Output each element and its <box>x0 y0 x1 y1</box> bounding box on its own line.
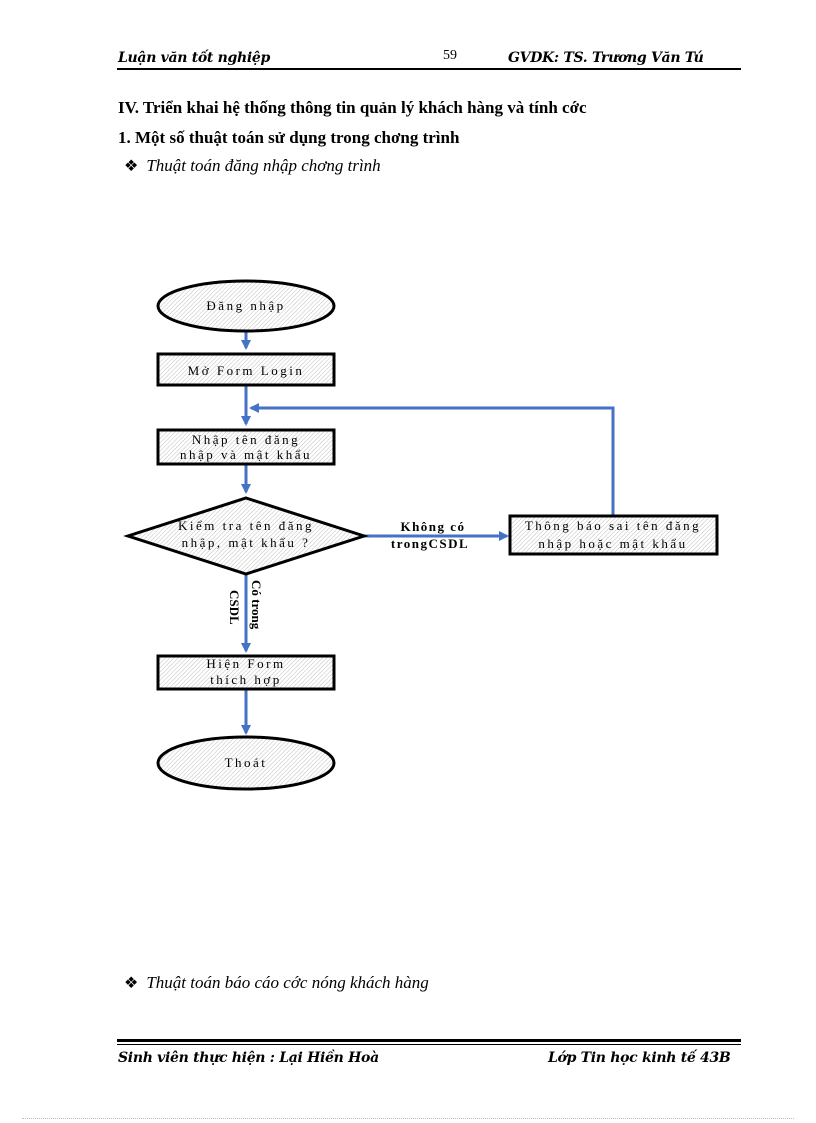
input-box <box>156 428 336 466</box>
start-ellipse <box>156 279 336 333</box>
page-bottom-dotted-line <box>22 1118 794 1119</box>
show-form-box <box>156 654 336 691</box>
input-label-line2: nhập và mật khẩu <box>180 447 312 462</box>
footer-right: Lớp Tin học kinh tế 43B <box>548 1050 731 1066</box>
open-form-label: Mở Form Login <box>188 363 305 378</box>
start-label: Đăng nhập <box>206 298 285 313</box>
diamond-bullet-icon: ❖ <box>124 975 139 992</box>
diamond-bullet-icon: ❖ <box>124 158 139 175</box>
page-number: 59 <box>443 48 457 63</box>
footer-rule-thick <box>117 1039 741 1042</box>
section-heading: IV. Triển khai hệ thống thông tin quản l… <box>118 98 587 117</box>
arrow-error-loop-back <box>249 403 615 516</box>
check-label-line1: Kiểm tra tên đăng <box>178 518 314 533</box>
show-form-label-line2: thích hợp <box>210 672 282 687</box>
bullet-item-login: ❖ Thuật toán đăng nhập chơng trình <box>124 156 381 176</box>
header-left: Luận văn tốt nghiệp <box>118 50 271 66</box>
footer-left: Sinh viên thực hiện : Lại Hiền Hoà <box>118 1050 379 1066</box>
open-form-box <box>156 352 336 387</box>
footer-rule-thin <box>117 1044 741 1045</box>
bullet-text: Thuật toán báo cáo cớc nóng khách hàng <box>146 973 429 992</box>
error-label-line2: nhập hoặc mật khẩu <box>538 536 687 551</box>
bullet-text: Thuật toán đăng nhập chơng trình <box>146 156 381 175</box>
input-label-line1: Nhập tên đăng <box>192 432 300 447</box>
check-diamond <box>123 496 369 576</box>
subsection-heading: 1. Một số thuật toán sử dụng trong chơng… <box>118 128 460 147</box>
no-branch-label-line1: Không có <box>400 519 465 534</box>
no-branch-label-line2: trongCSDL <box>391 536 469 551</box>
header-rule <box>117 68 741 70</box>
end-ellipse <box>156 735 336 791</box>
yes-branch-label-line2: CSDL <box>227 590 242 625</box>
yes-branch-label-line1: Có trong <box>249 580 264 630</box>
flow-connectors <box>241 330 615 735</box>
show-form-label-line1: Hiện Form <box>206 656 285 671</box>
error-box <box>508 514 719 556</box>
end-label: Thoát <box>225 755 268 770</box>
error-label-line1: Thông báo sai tên đăng <box>525 518 701 533</box>
bullet-item-report: ❖ Thuật toán báo cáo cớc nóng khách hàng <box>124 973 429 993</box>
check-label-line2: nhập, mật khẩu ? <box>182 535 311 550</box>
header-right: GVDK: TS. Trương Văn Tú <box>508 50 704 66</box>
